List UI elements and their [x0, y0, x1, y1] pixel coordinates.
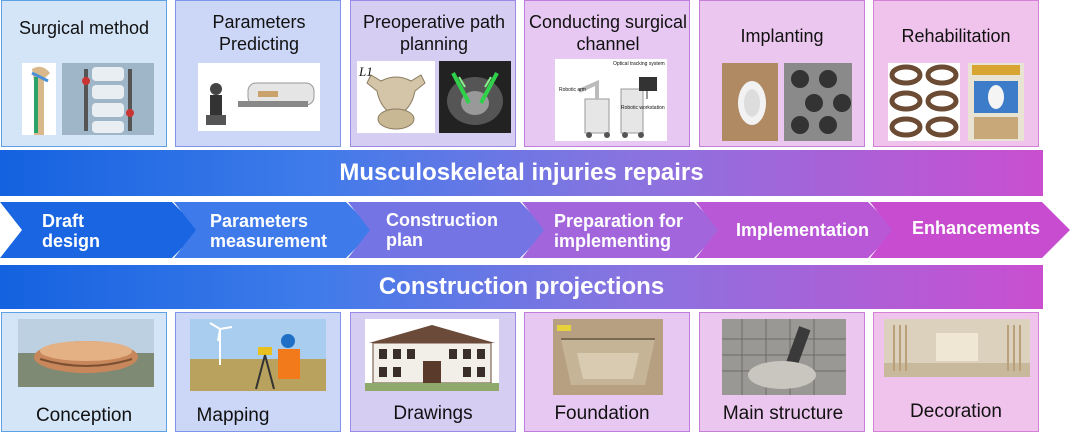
panel-title: Conducting surgical channel	[528, 12, 688, 54]
step-label: Draft design	[42, 211, 101, 251]
panel-title: Parameters Predicting	[212, 12, 306, 54]
spine-fixation-icon	[62, 63, 154, 135]
panel-main-structure: Main structure	[699, 312, 865, 432]
vertebra-level-label: L1	[359, 64, 373, 79]
step-1-chevron: Draft design	[0, 202, 200, 258]
robot-label-workstation: Robotic workstation	[621, 105, 665, 111]
interior-icon	[884, 319, 1030, 377]
step-label: Parameters measurement	[210, 211, 328, 251]
surveyor-icon	[190, 319, 326, 391]
step-2-chevron: Parameters measurement	[174, 202, 374, 258]
specimen-icon	[968, 63, 1024, 141]
panel-surgical-method: Surgical method	[1, 0, 167, 147]
step-4-chevron: Preparation for implementing	[522, 202, 722, 258]
panel-preoperative-planning: Preoperative path planning L1	[350, 0, 516, 147]
panel-label: Main structure	[722, 403, 844, 424]
building-icon	[365, 319, 499, 391]
concrete-pour-icon	[722, 319, 846, 395]
bottom-band: Construction projections	[0, 265, 1043, 309]
porous-scaffold-icon	[784, 63, 852, 141]
step-label: Enhancements	[912, 218, 1041, 238]
panel-label: Conception	[35, 405, 133, 426]
surgical-robot-icon	[555, 59, 667, 141]
robot-label-tracker: Optical tracking system	[613, 61, 665, 67]
panel-foundation: Foundation	[524, 312, 690, 432]
panel-parameters-predicting: Parameters Predicting	[175, 0, 341, 147]
step-label: Implementation	[736, 220, 870, 240]
panel-mapping: Mapping	[175, 312, 341, 432]
ct-scanner-icon	[198, 63, 320, 131]
panel-surgical-channel: Conducting surgical channel Optical trac…	[524, 0, 690, 147]
vertebra-icon	[357, 61, 435, 133]
step-5-chevron: Implementation	[696, 202, 896, 258]
panel-conception: Conception	[1, 312, 167, 432]
top-band-label: Musculoskeletal injuries repairs	[339, 159, 704, 186]
panel-title: Preoperative path planning	[362, 12, 506, 54]
step-3-chevron: Construction plan	[348, 202, 548, 258]
top-band: Musculoskeletal injuries repairs	[0, 150, 1043, 196]
robot-label-arm: Robotic arm	[559, 87, 586, 93]
femur-implant-icon	[22, 63, 56, 135]
panel-title: Rehabilitation	[901, 26, 1011, 46]
panel-implanting: Implanting	[699, 0, 865, 147]
step-label: Preparation for implementing	[554, 211, 684, 251]
panel-title: Implanting	[740, 26, 824, 46]
panel-title: Surgical method	[18, 18, 150, 38]
panel-label: Mapping	[196, 405, 270, 426]
step-6-chevron: Enhancements	[870, 202, 1070, 258]
excavation-icon	[553, 319, 663, 395]
panel-label: Foundation	[554, 403, 650, 424]
xray-series-icon	[888, 63, 960, 141]
panel-label: Decoration	[910, 401, 1002, 422]
bottom-band-label: Construction projections	[378, 273, 665, 300]
panel-decoration: Decoration	[873, 312, 1039, 432]
step-label: Construction plan	[386, 210, 498, 250]
ct-path-icon	[439, 61, 511, 133]
implant-sample-icon	[722, 63, 778, 141]
stadium-icon	[18, 319, 154, 387]
panel-rehabilitation: Rehabilitation	[873, 0, 1039, 147]
panel-label: Drawings	[393, 403, 473, 424]
panel-drawings: Drawings	[350, 312, 516, 432]
